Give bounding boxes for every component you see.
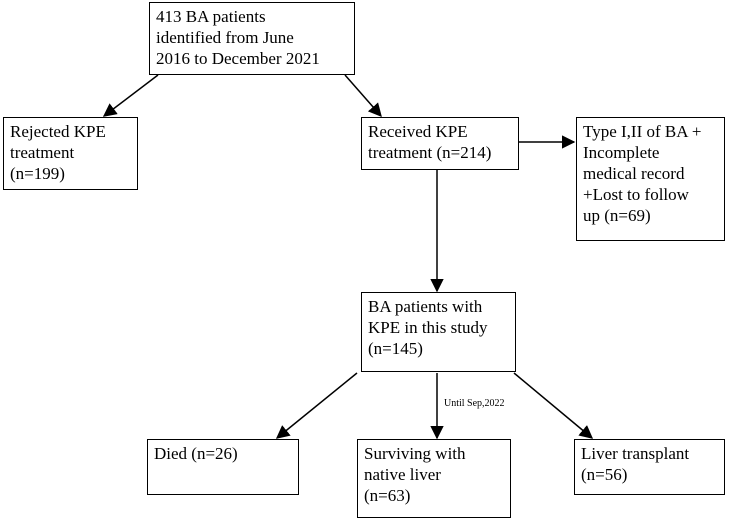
box-line: Liver transplant	[581, 444, 690, 463]
box-line: native liver	[364, 465, 441, 484]
box-line: (n=199)	[10, 164, 65, 183]
rejected-kpe-box: Rejected KPE treatment (n=199)	[3, 117, 138, 190]
box-line: treatment	[10, 143, 75, 162]
box-line: 413 BA patients	[156, 7, 266, 26]
box-line: Surviving with	[364, 444, 466, 463]
died-box: Died (n=26)	[147, 439, 299, 495]
box-line: medical record	[583, 164, 685, 183]
box-line: BA patients with	[368, 297, 483, 316]
box-line: Type I,II of BA +	[583, 122, 702, 141]
arrow-to-died	[275, 372, 358, 439]
box-line: (n=63)	[364, 486, 411, 505]
box-line: Incomplete	[583, 143, 660, 162]
identified-patients-box: 413 BA patients identified from June 201…	[149, 2, 355, 75]
received-kpe-box: Received KPE treatment (n=214)	[361, 117, 519, 170]
box-line: Received KPE	[368, 122, 468, 141]
box-line: 2016 to December 2021	[156, 49, 320, 68]
box-line: Rejected KPE	[10, 122, 106, 141]
box-line: Died (n=26)	[154, 444, 238, 463]
box-line: treatment (n=214)	[368, 143, 492, 162]
followup-note: Until Sep,2022	[444, 398, 505, 409]
surviving-native-liver-box: Surviving with native liver (n=63)	[357, 439, 511, 518]
liver-transplant-box: Liver transplant (n=56)	[574, 439, 725, 495]
arrow-to-rejected	[102, 74, 159, 117]
box-line: +Lost to follow	[583, 185, 689, 204]
arrow-to-transplant	[513, 372, 594, 439]
box-line: identified from June	[156, 28, 294, 47]
box-line: (n=56)	[581, 465, 628, 484]
study-cohort-box: BA patients with KPE in this study (n=14…	[361, 292, 516, 372]
box-line: KPE in this study	[368, 318, 488, 337]
arrow-to-received	[344, 74, 382, 118]
excluded-patients-box: Type I,II of BA + Incomplete medical rec…	[576, 117, 725, 241]
box-line: up (n=69)	[583, 206, 651, 225]
box-line: (n=145)	[368, 339, 423, 358]
